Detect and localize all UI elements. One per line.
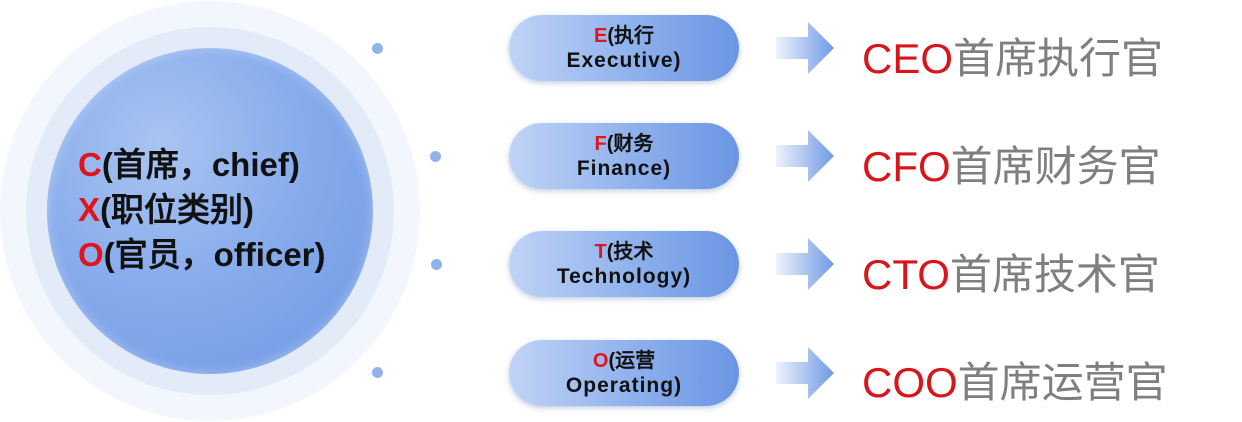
right-arrow-icon	[776, 238, 834, 290]
pill-technology: T(技术 Technology)	[509, 231, 739, 297]
right-arrow-icon	[776, 347, 834, 399]
pill-letter: O	[592, 350, 609, 372]
result-cfo: CFO首席财务官	[862, 141, 1161, 193]
cxo-line-o: O(官员，officer)	[78, 232, 378, 277]
result-abbr: CTO	[862, 251, 950, 298]
result-title: 首席运营官	[957, 359, 1168, 406]
result-ceo: CEO首席执行官	[862, 33, 1163, 85]
cxo-meaning-o: (官员，officer)	[103, 236, 326, 273]
pill-operating: O(运营 Operating)	[509, 340, 739, 406]
pill-finance: F(财务 Finance)	[509, 123, 739, 189]
pill-executive: E(执行 Executive)	[509, 15, 739, 81]
cxo-circle	[47, 48, 373, 374]
pill-english: Operating)	[565, 374, 683, 397]
result-abbr: COO	[862, 359, 958, 406]
pill-chinese: (技术	[606, 241, 654, 263]
cxo-letter-x: X	[78, 191, 101, 228]
cxo-line-x: X(职位类别)	[78, 187, 378, 232]
pill-letter: T	[594, 241, 607, 263]
connector-dot-4	[372, 367, 383, 378]
pill-letter: E	[593, 25, 608, 47]
right-arrow-icon	[776, 130, 834, 182]
result-abbr: CEO	[862, 35, 954, 82]
pill-chinese: (财务	[606, 133, 654, 155]
pill-english: Finance)	[576, 157, 672, 180]
connector-dot-2	[430, 151, 441, 162]
pill-english: Executive)	[566, 49, 682, 72]
pill-chinese: (运营	[608, 350, 656, 372]
result-title: 首席财务官	[950, 143, 1161, 190]
right-arrow-icon	[776, 22, 834, 74]
cxo-letter-o: O	[78, 236, 104, 273]
cxo-meaning-c: (首席，chief)	[101, 146, 300, 183]
result-cto: CTO首席技术官	[862, 249, 1160, 301]
connector-dot-3	[431, 259, 442, 270]
pill-chinese: (执行	[607, 25, 654, 47]
result-coo: COO首席运营官	[862, 357, 1168, 409]
result-abbr: CFO	[862, 143, 951, 190]
cxo-line-c: C(首席，chief)	[78, 142, 378, 187]
cxo-letter-c: C	[78, 146, 102, 183]
cxo-definition: C(首席，chief) X(职位类别) O(官员，officer)	[78, 142, 378, 277]
result-title: 首席技术官	[949, 251, 1160, 298]
connector-dot-1	[372, 43, 383, 54]
pill-letter: F	[594, 133, 607, 155]
result-title: 首席执行官	[953, 35, 1164, 82]
cxo-meaning-x: (职位类别)	[100, 191, 254, 228]
pill-english: Technology)	[556, 265, 692, 288]
